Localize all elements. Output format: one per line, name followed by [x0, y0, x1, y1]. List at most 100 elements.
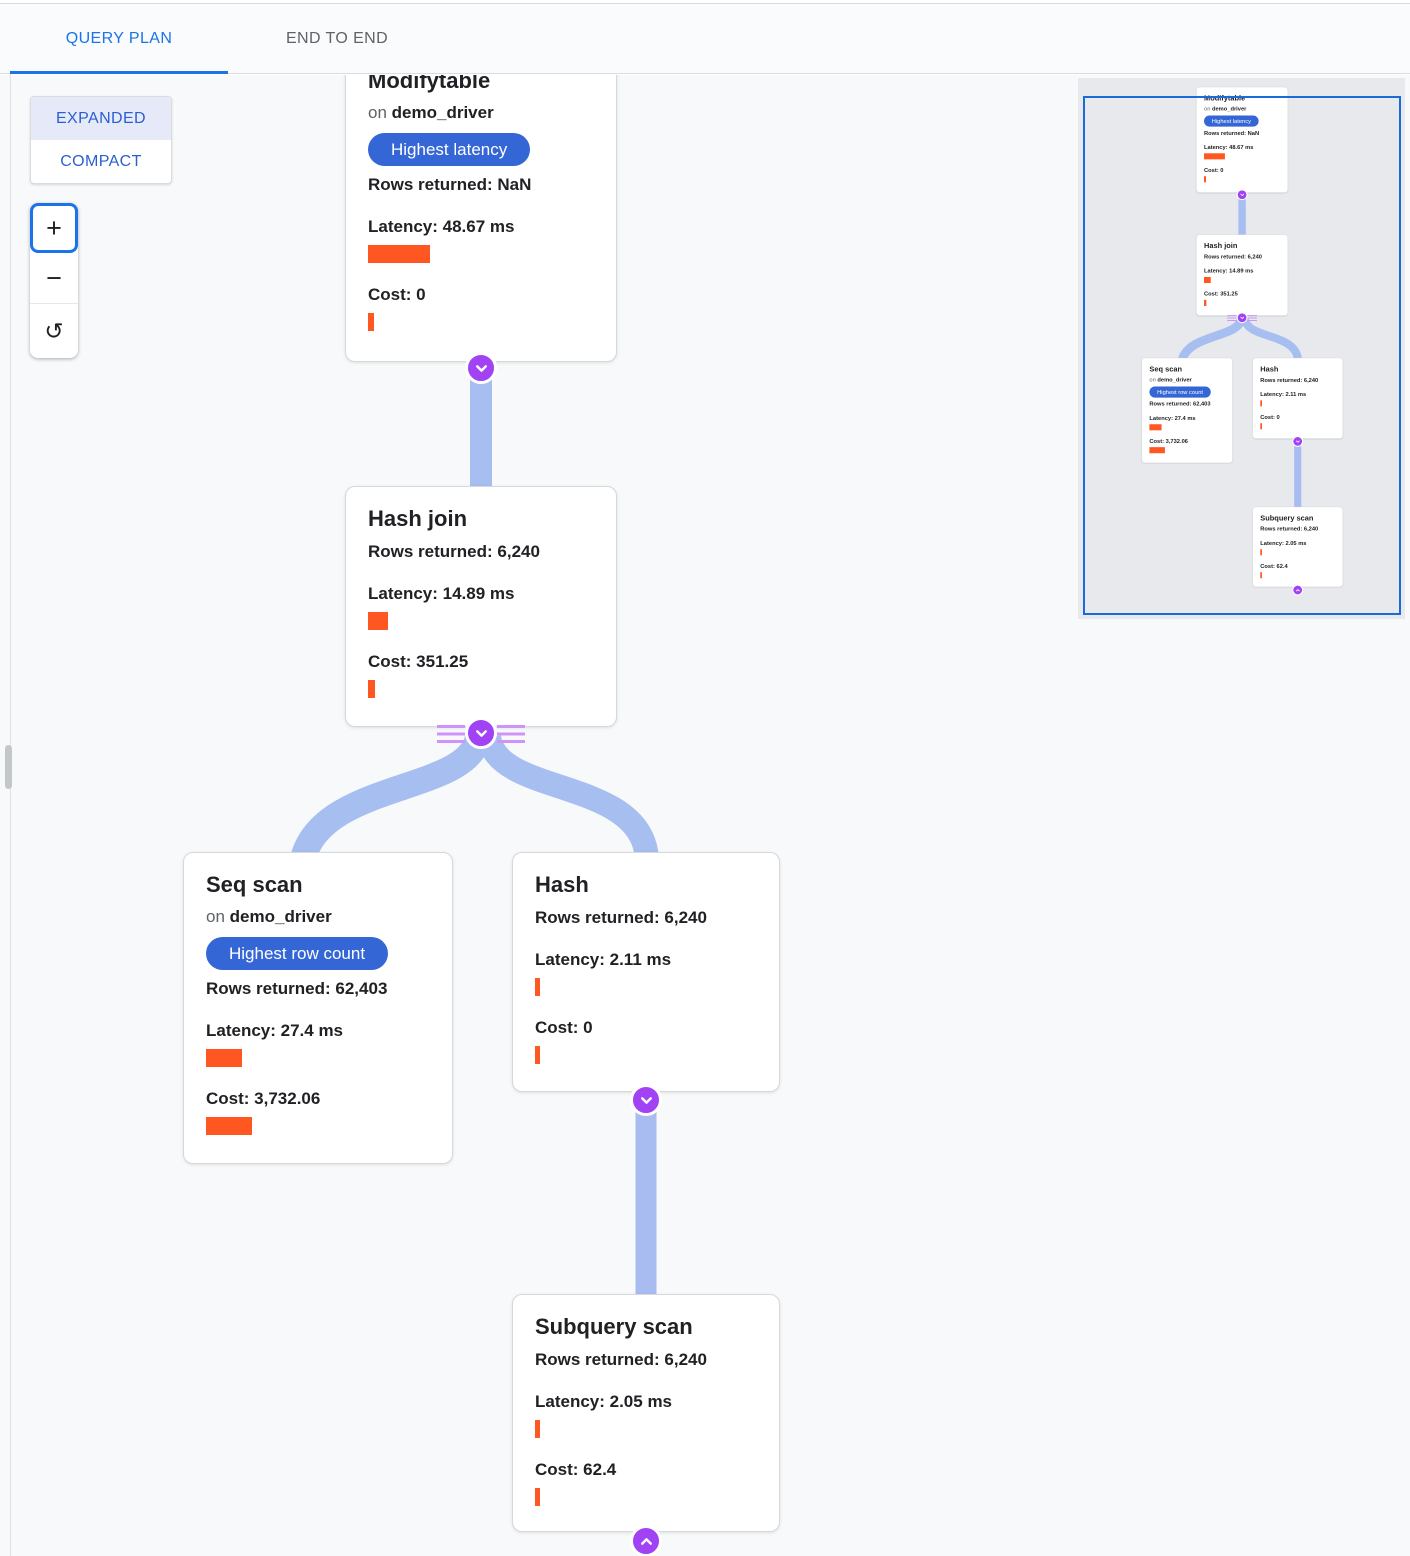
- minimap-viewport-rect[interactable]: [1083, 96, 1401, 615]
- table-name: demo_driver: [1157, 376, 1192, 383]
- node-title: Hash join: [368, 506, 468, 531]
- latency-bar: [206, 1048, 242, 1067]
- chevron-up-icon: [638, 1533, 655, 1550]
- on-prefix: on: [1149, 376, 1156, 383]
- plan-node-seq-scan[interactable]: Seq scan on demo_driver Highest row coun…: [183, 852, 453, 1164]
- chevron-up-icon: [1295, 587, 1301, 593]
- plan-node-hash[interactable]: Hash Rows returned: 6,240 Latency: 2.11 …: [1252, 357, 1343, 439]
- cost-label: Cost: 351.25: [1204, 290, 1238, 297]
- table-name: demo_driver: [229, 906, 332, 926]
- latency-label: Latency: 27.4 ms: [206, 1020, 344, 1040]
- latency-label: Latency: 2.11 ms: [1260, 390, 1307, 398]
- highest-row-count-badge: Highest row count: [1149, 386, 1211, 398]
- cost-label: Cost: 62.4: [1260, 562, 1288, 569]
- cost-label: Cost: 0: [368, 284, 426, 304]
- table-name: demo_driver: [391, 102, 494, 122]
- cost-bar: [1204, 176, 1207, 183]
- expanded-view-button[interactable]: EXPANDED: [31, 97, 171, 140]
- latency-bar: [1204, 276, 1211, 283]
- chevron-down-icon: [638, 1092, 655, 1109]
- latency-label: Latency: 2.05 ms: [535, 1391, 673, 1411]
- latency-bar: [1260, 400, 1262, 407]
- latency-label: Latency: 14.89 ms: [368, 583, 515, 603]
- latency-label: Latency: 48.67 ms: [368, 216, 515, 236]
- cost-bar: [1260, 423, 1262, 430]
- expand-toggle-subquery-scan[interactable]: [630, 1525, 662, 1556]
- plan-node-subquery-scan[interactable]: Subquery scan Rows returned: 6,240 Laten…: [512, 1294, 780, 1532]
- tab-bar: QUERY PLAN END TO END: [0, 4, 1410, 74]
- highest-latency-badge: Highest latency: [368, 132, 531, 166]
- chevron-down-icon: [473, 725, 490, 742]
- plan-node-hash[interactable]: Hash Rows returned: 6,240 Latency: 2.11 …: [512, 852, 780, 1092]
- cost-bar: [1204, 299, 1207, 306]
- zoom-out-button[interactable]: −: [30, 253, 78, 303]
- compact-view-button[interactable]: COMPACT: [60, 152, 142, 170]
- node-title: Seq scan: [1149, 364, 1182, 374]
- node-table-line: on demo_driver: [1204, 105, 1280, 112]
- window-top-strip: [0, 0, 1410, 4]
- rows-returned: Rows returned: 6,240: [1260, 525, 1319, 532]
- split-rail-left: [437, 725, 465, 743]
- rows-returned: Rows returned: 6,240: [368, 541, 540, 561]
- rows-returned: Rows returned: 6,240: [1204, 253, 1262, 260]
- rows-returned: Rows returned: 62,403: [206, 978, 388, 998]
- zoom-controls: + − ↺: [30, 203, 78, 358]
- highest-row-count-badge: Highest row count: [206, 936, 389, 970]
- tab-query-plan[interactable]: QUERY PLAN: [10, 4, 228, 74]
- rows-returned: Rows returned: 6,240: [535, 1349, 707, 1369]
- reset-zoom-button[interactable]: ↺: [30, 303, 78, 358]
- cost-label: Cost: 3,732.06: [1149, 437, 1188, 444]
- plan-node-subquery-scan[interactable]: Subquery scan Rows returned: 6,240 Laten…: [1252, 506, 1343, 588]
- plan-node-modifytable[interactable]: Modifytable on demo_driver Highest laten…: [345, 75, 617, 362]
- cost-label: Cost: 0: [1204, 166, 1224, 174]
- collapse-toggle-modifytable[interactable]: [465, 352, 497, 384]
- cost-label: Cost: 0: [535, 1017, 593, 1037]
- rows-returned: Rows returned: NaN: [1204, 129, 1260, 136]
- latency-label: Latency: 2.11 ms: [535, 949, 672, 969]
- cost-bar: [368, 679, 375, 698]
- chevron-down-icon: [473, 360, 490, 377]
- tab-end-to-end[interactable]: END TO END: [285, 29, 389, 47]
- node-table-line: on demo_driver: [206, 906, 430, 928]
- latency-bar: [535, 1419, 540, 1438]
- vertical-scrollbar-thumb[interactable]: [5, 745, 12, 789]
- on-prefix: on: [1204, 105, 1211, 112]
- node-table-line: on demo_driver: [1149, 376, 1224, 383]
- zoom-in-button[interactable]: +: [30, 203, 78, 253]
- latency-bar: [368, 611, 388, 630]
- latency-bar: [1204, 153, 1225, 160]
- view-mode-toggle: EXPANDED COMPACT: [30, 96, 172, 184]
- minimap[interactable]: Modifytable on demo_driver Highest laten…: [1078, 78, 1405, 619]
- plan-node-hash-join[interactable]: Hash join Rows returned: 6,240 Latency: …: [1196, 234, 1288, 316]
- expand-toggle-subquery-scan[interactable]: [1292, 584, 1304, 596]
- latency-label: Latency: 48.67 ms: [1204, 143, 1254, 151]
- cost-bar: [535, 1487, 540, 1506]
- latency-bar: [535, 977, 540, 996]
- collapse-toggle-hash-join[interactable]: [465, 717, 497, 749]
- table-name: demo_driver: [1211, 105, 1247, 112]
- cost-bar: [206, 1116, 252, 1135]
- latency-label: Latency: 14.89 ms: [1204, 267, 1254, 274]
- rows-returned: Rows returned: 62,403: [1149, 400, 1211, 407]
- node-title: Hash: [1260, 364, 1279, 374]
- plan-node-seq-scan[interactable]: Seq scan on demo_driver Highest row coun…: [1141, 357, 1233, 463]
- collapse-toggle-hash[interactable]: [630, 1084, 662, 1116]
- plan-node-modifytable[interactable]: Modifytable on demo_driver Highest laten…: [1196, 86, 1288, 193]
- node-title: Modifytable: [368, 75, 491, 93]
- plan-node-hash-join[interactable]: Hash join Rows returned: 6,240 Latency: …: [345, 486, 617, 727]
- cost-bar: [535, 1045, 540, 1064]
- node-title: Subquery scan: [1260, 513, 1314, 522]
- node-title: Seq scan: [206, 872, 303, 897]
- rows-returned: Rows returned: 6,240: [535, 907, 707, 927]
- highest-latency-badge: Highest latency: [1204, 115, 1259, 127]
- latency-bar: [368, 244, 430, 263]
- node-table-line: on demo_driver: [368, 102, 594, 124]
- node-title: Hash join: [1204, 241, 1238, 250]
- on-prefix: on: [368, 102, 387, 122]
- cost-bar: [368, 312, 374, 331]
- split-rail-right: [497, 725, 525, 743]
- rows-returned: Rows returned: NaN: [368, 174, 532, 194]
- rows-returned: Rows returned: 6,240: [1260, 376, 1319, 383]
- node-title: Subquery scan: [535, 1314, 693, 1339]
- latency-bar: [1260, 549, 1262, 556]
